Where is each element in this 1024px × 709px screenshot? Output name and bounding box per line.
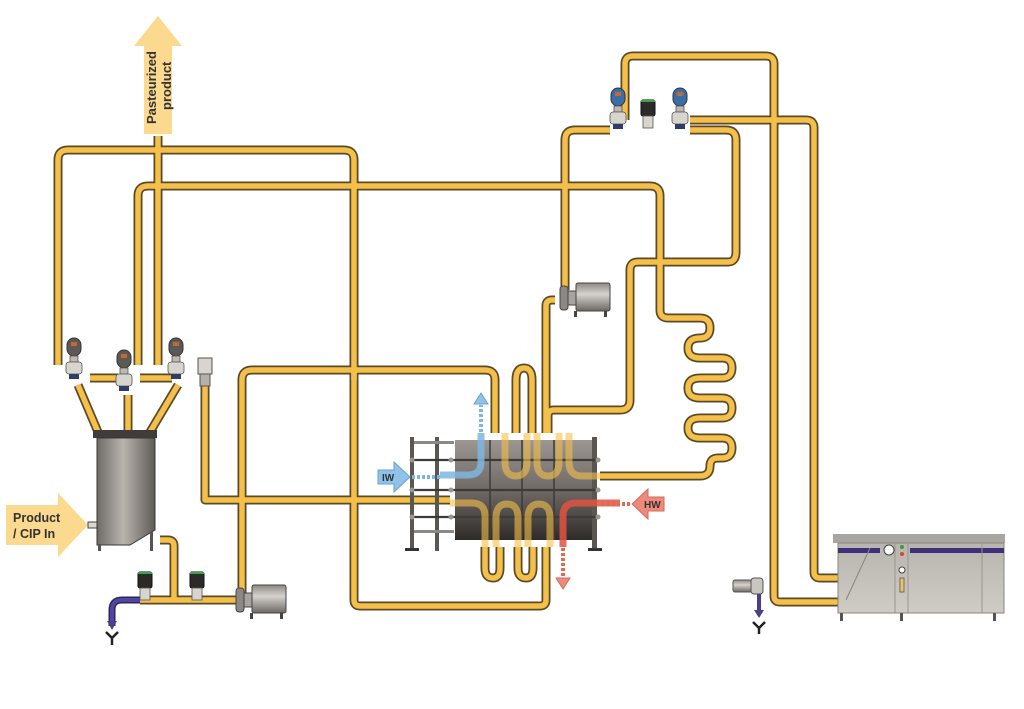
drain-icon bbox=[105, 631, 119, 645]
pressure-gauge-icon bbox=[883, 544, 895, 556]
status-light-green bbox=[900, 545, 904, 549]
pipe-segment bbox=[202, 385, 450, 503]
hot-water-inlet: HW bbox=[555, 487, 665, 590]
ice-water-label: IW bbox=[382, 473, 395, 484]
pipe-segment-outline bbox=[543, 125, 741, 433]
feed-pump[interactable] bbox=[235, 584, 287, 619]
inlet-label-line2: / CIP In bbox=[13, 527, 55, 541]
drain-valves[interactable] bbox=[137, 571, 205, 601]
hot-water-label: HW bbox=[644, 500, 661, 511]
pipe-segment bbox=[562, 127, 610, 290]
drain-valve-2[interactable] bbox=[189, 571, 205, 601]
divert-valve-2[interactable] bbox=[640, 99, 656, 129]
tank-valve-2[interactable] bbox=[115, 349, 133, 391]
drain-arrow-icon bbox=[754, 610, 764, 618]
outlet-label-line1: Pasteurized bbox=[144, 51, 159, 124]
drain-line-left bbox=[105, 596, 140, 645]
drain-line-right[interactable] bbox=[732, 577, 766, 634]
inlet-label-line1: Product bbox=[13, 511, 61, 525]
product-cip-in-arrow: Product / CIP In bbox=[6, 493, 88, 557]
tank-valves[interactable] bbox=[65, 337, 213, 391]
pipe-segment-outline bbox=[690, 115, 848, 583]
pipe-segment-outline bbox=[133, 181, 737, 481]
pasteurized-product-arrow: Pasteurized product bbox=[134, 16, 182, 134]
pipe-segment bbox=[482, 547, 503, 581]
outlet-label-line2: product bbox=[159, 61, 174, 110]
booster-pump[interactable] bbox=[559, 282, 611, 317]
drain-arrow-icon bbox=[107, 621, 117, 630]
divert-valve-3[interactable] bbox=[671, 87, 689, 129]
divert-valve-1[interactable] bbox=[609, 87, 627, 129]
ice-water-inlet: IW bbox=[377, 392, 489, 494]
pipe-segment bbox=[545, 127, 739, 433]
pipe-segment bbox=[239, 367, 498, 596]
tank-valve-1[interactable] bbox=[65, 337, 83, 379]
pipe-segment-outline bbox=[620, 51, 863, 607]
divert-valves[interactable] bbox=[609, 87, 689, 129]
pipe-segment bbox=[515, 547, 536, 581]
temperature-gauge-icon bbox=[898, 566, 906, 574]
plate-heat-exchanger[interactable] bbox=[405, 433, 620, 551]
pipe-segment bbox=[135, 183, 735, 479]
pipe-segment bbox=[160, 537, 177, 600]
balance-tank[interactable] bbox=[87, 430, 157, 551]
hot-water-outlet-arrow-icon bbox=[555, 577, 571, 590]
drain-valve-1[interactable] bbox=[137, 571, 153, 601]
pipe-segment bbox=[75, 383, 101, 434]
pipe-segment bbox=[622, 53, 861, 605]
pipe-segment bbox=[690, 117, 848, 581]
ice-water-outlet-arrow-icon bbox=[473, 392, 489, 405]
status-light-red bbox=[900, 552, 904, 556]
cip-unit[interactable] bbox=[833, 534, 1005, 621]
pipe-segment bbox=[543, 297, 555, 433]
pipe-segment-outline bbox=[560, 125, 610, 290]
pipe-segment bbox=[513, 365, 535, 433]
check-valve[interactable] bbox=[197, 357, 213, 387]
drain-icon bbox=[752, 621, 766, 634]
tank-valve-3[interactable] bbox=[167, 337, 185, 379]
pipe-segment bbox=[147, 383, 181, 434]
